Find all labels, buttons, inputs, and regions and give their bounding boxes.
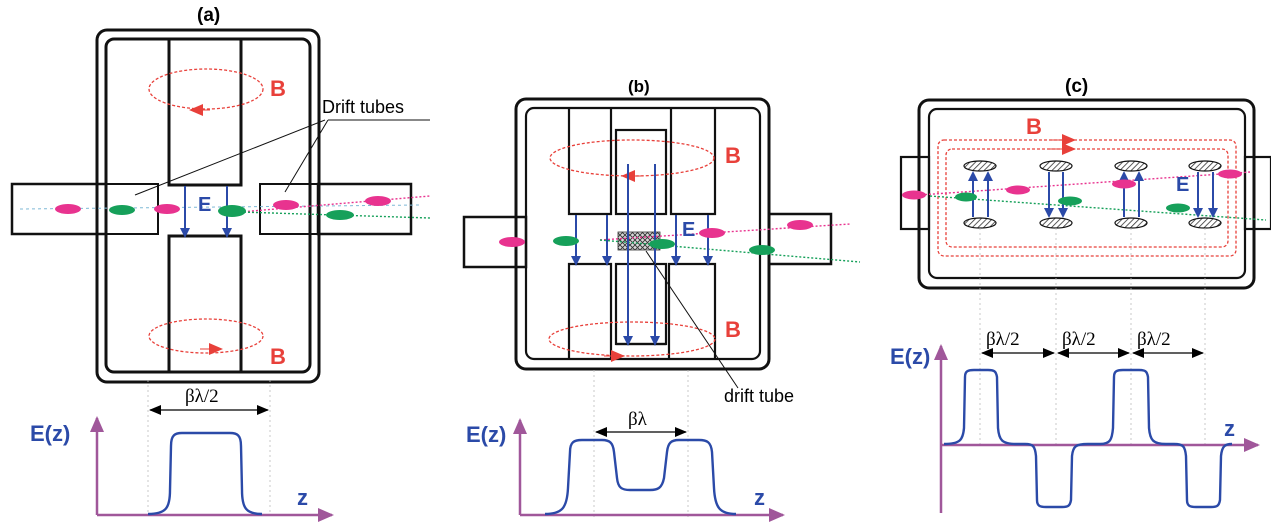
panel-a-pink-trajectory — [239, 195, 431, 213]
panel-b-upper-stem — [567, 108, 717, 216]
panel-b-b-field-upper — [549, 139, 715, 177]
panel-a-bunch-pink-1 — [55, 204, 81, 214]
panel-c-bunch-pink-4 — [1218, 169, 1242, 179]
panel-c-electrode-bottom-3 — [1114, 217, 1148, 229]
panel-c-electrode-top-1 — [963, 160, 997, 172]
panel-b-upper-tube-body — [614, 128, 668, 216]
panel-a-b-label-upper: B — [270, 76, 286, 101]
panel-a-callout-label: Drift tubes — [322, 97, 404, 117]
panel-a-z-label: z — [297, 485, 308, 510]
panel-b-title: (b) — [628, 77, 650, 96]
panel-c-left-beam-pipe — [899, 155, 931, 231]
panel-c-ez-label: E(z) — [890, 344, 930, 369]
panel-b-b-label-lower: B — [725, 317, 741, 342]
panel-c-bunch-pink-3 — [1112, 179, 1136, 189]
panel-a: (a) B B E — [10, 5, 431, 522]
panel-c: (c) B E — [890, 76, 1271, 513]
panel-b-bunch-pink-1 — [499, 237, 525, 247]
panel-c-electrode-bottom-1 — [963, 217, 997, 229]
panel-b-b-field-lower — [548, 321, 716, 357]
panel-c-b-field-loop-2 — [945, 148, 1229, 248]
panel-c-title: (c) — [1065, 76, 1088, 97]
panel-a-beam-axis — [19, 204, 421, 210]
panel-b-field-profile — [544, 438, 737, 516]
panel-b-bunch-green-1 — [553, 236, 579, 246]
panel-a-dimension-label: βλ/2 — [185, 386, 219, 407]
panel-c-bunch-pink-2 — [1006, 185, 1030, 195]
panel-a-bunch-pink-3 — [273, 200, 299, 210]
panel-c-electrode-bottom-4 — [1188, 217, 1222, 229]
panel-c-z-label: z — [1224, 416, 1235, 441]
panel-a-bunch-pink-4 — [365, 196, 391, 206]
panel-a-bunch-green-2 — [218, 205, 246, 217]
panel-b-e-label: E — [682, 219, 695, 241]
panel-c-bunch-pink-1 — [902, 190, 926, 200]
panel-b-dimension-label: βλ — [628, 409, 648, 430]
panel-a-title: (a) — [197, 5, 220, 26]
panel-c-electrode-top-4 — [1188, 160, 1222, 172]
panel-c-b-label: B — [1026, 114, 1042, 139]
panel-a-callout-line-2 — [284, 119, 329, 193]
panel-a-b-label-lower: B — [270, 344, 286, 369]
panel-a-upper-stem — [167, 37, 243, 187]
panel-c-bunch-green-3 — [1166, 203, 1190, 213]
panel-a-callout-line-1 — [134, 119, 326, 196]
panel-c-dimension-label-3: βλ/2 — [1137, 329, 1171, 350]
panel-c-e-label: E — [1176, 174, 1189, 196]
panel-b-bunch-green-3 — [749, 245, 775, 255]
panel-b-ez-label: E(z) — [466, 422, 506, 447]
panel-c-bunch-green-1 — [955, 192, 977, 202]
panel-b-right-beam-pipe — [767, 212, 833, 266]
panel-c-pink-trajectory — [904, 171, 1251, 197]
panel-a-b-field-lower — [148, 318, 264, 354]
panel-b-callout-label: drift tube — [724, 386, 794, 406]
panel-b-lower-tube-body — [614, 262, 668, 346]
panel-a-bunch-green-1 — [109, 205, 135, 215]
panel-c-electrode-top-2 — [1039, 160, 1073, 172]
panel-c-dimension-label-2: βλ/2 — [1062, 329, 1096, 350]
panel-b: (b) B B E — [462, 77, 861, 522]
panel-b-z-label: z — [754, 485, 765, 510]
panel-b-callout-line — [645, 250, 739, 389]
panel-c-right-beam-pipe — [1243, 155, 1271, 231]
panel-c-field-profile — [943, 368, 1233, 509]
panel-b-b-label-upper: B — [725, 143, 741, 168]
panel-a-bunch-pink-2 — [154, 204, 180, 214]
panel-c-electrode-top-3 — [1114, 160, 1148, 172]
panel-a-ez-label: E(z) — [30, 421, 70, 446]
panel-a-e-label: E — [198, 194, 211, 216]
panel-b-bunch-pink-3 — [787, 220, 813, 230]
panel-c-green-trajectory — [929, 195, 1267, 221]
panel-a-lower-stem — [167, 234, 243, 374]
panel-c-b-field-loop-1 — [937, 139, 1237, 257]
panel-b-green-trajectory — [599, 239, 861, 263]
panel-c-electrode-bottom-2 — [1039, 217, 1073, 229]
panel-a-right-beam-pipe — [316, 182, 413, 236]
panel-a-bunch-green-3 — [326, 210, 354, 220]
panel-c-bunch-green-2 — [1058, 196, 1082, 206]
panel-b-left-beam-pipe — [462, 215, 528, 269]
panel-b-bunch-green-2 — [649, 239, 675, 249]
panel-b-bunch-pink-2 — [699, 228, 725, 238]
panel-a-b-field-upper — [148, 68, 264, 110]
panel-c-dimension-label-1: βλ/2 — [986, 329, 1020, 350]
panel-b-lower-stem — [567, 262, 717, 359]
panel-a-field-profile — [147, 431, 263, 516]
